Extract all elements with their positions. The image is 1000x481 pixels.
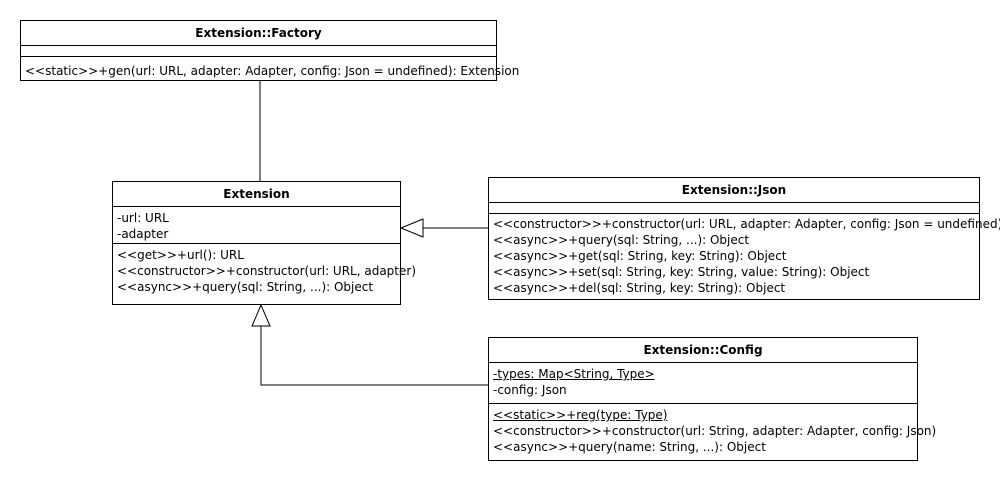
class-operations: <<static>>+gen(url: URL, adapter: Adapte… xyxy=(21,57,520,82)
config-generalization-arrowhead xyxy=(251,303,271,327)
class-attributes: -url: URL -adapter xyxy=(113,207,400,244)
class-attributes xyxy=(21,46,496,57)
class-extension-factory: Extension::Factory <<static>>+gen(url: U… xyxy=(20,20,520,82)
class-operations: <<static>>+reg(type: Type) <<constructor… xyxy=(489,404,937,458)
class-attributes: -types: Map<String, Type> -config: Json xyxy=(489,363,917,404)
class-operations: <<constructor>>+constructor(url: URL, ad… xyxy=(489,214,1000,299)
operation-row: <<async>>+query(sql: String, ...): Objec… xyxy=(493,233,750,247)
class-extension-json: Extension::Json <<constructor>>+construc… xyxy=(488,177,1000,300)
config-generalization-line xyxy=(260,326,488,386)
operation-row: <<constructor>>+constructor(url: URL, ad… xyxy=(493,217,1000,231)
class-name: Extension xyxy=(113,182,400,207)
class-name: Extension::Config xyxy=(489,338,917,363)
class-name: Extension::Factory xyxy=(21,21,496,46)
operation-row: <<async>>+query(name: String, ...): Obje… xyxy=(493,440,766,454)
operation-row: <<async>>+del(sql: String, key: String):… xyxy=(493,281,786,295)
class-name: Extension::Json xyxy=(489,178,979,203)
static-attribute-row: -types: Map<String, Type> xyxy=(493,367,655,381)
class-extension-config: Extension::Config -types: Map<String, Ty… xyxy=(488,337,937,461)
class-operations: <<get>>+url(): URL <<constructor>>+const… xyxy=(113,244,417,298)
operation-row: <<constructor>>+constructor(url: URL, ad… xyxy=(117,264,417,278)
operation-row: <<static>>+gen(url: URL, adapter: Adapte… xyxy=(25,64,520,78)
json-generalization-arrowhead xyxy=(399,218,424,238)
class-attributes xyxy=(489,203,979,214)
operation-row: <<async>>+set(sql: String, key: String, … xyxy=(493,265,870,279)
operation-row: <<get>>+url(): URL xyxy=(117,248,244,262)
attribute-row: -url: URL xyxy=(117,211,169,225)
static-operation-row: <<static>>+reg(type: Type) xyxy=(493,408,668,422)
attribute-row: -adapter xyxy=(117,227,169,241)
operation-row: <<async>>+query(sql: String, ...): Objec… xyxy=(117,280,374,294)
attribute-row: -config: Json xyxy=(493,383,567,397)
class-extension: Extension -url: URL -adapter <<get>>+url… xyxy=(112,181,417,305)
operation-row: <<async>>+get(sql: String, key: String):… xyxy=(493,249,787,263)
operation-row: <<constructor>>+constructor(url: String,… xyxy=(493,424,937,438)
